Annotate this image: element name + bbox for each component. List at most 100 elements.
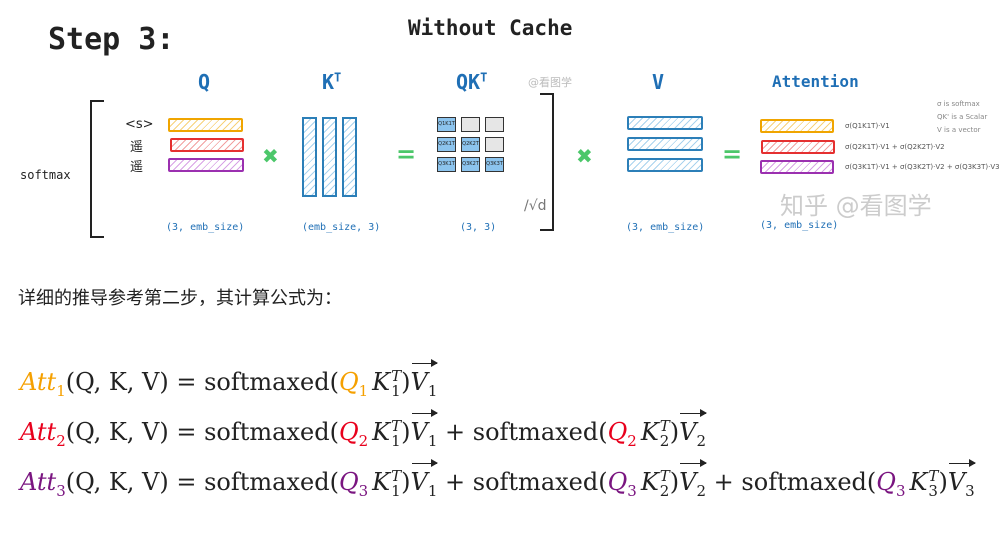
k-subscript: 1 [391,481,401,500]
softmaxed-fn: softmaxed( [204,368,339,396]
v-vector: V1 [410,359,439,400]
v-vector: V1 [410,409,439,450]
v-vector: V2 [679,409,707,450]
k-transpose: T [391,366,402,385]
qkt-cell [485,117,504,132]
qkt-cell: Q3K3T [485,157,504,172]
v-vector: V1 [410,459,439,500]
k-term: K [372,468,391,496]
att-row-3 [760,160,834,174]
softmaxed-fn: softmaxed( [472,418,608,446]
diagram-title: Without Cache [408,16,573,40]
description-sentence: 详细的推导参考第二步，其计算公式为： [18,288,342,309]
q-subscript: 3 [358,481,369,500]
scale-label: /√d [524,198,547,214]
k-term: K [909,468,928,496]
k-transpose: T [659,416,670,435]
token-1: 遥 [130,140,144,155]
v-row-1 [627,116,703,130]
att-subscript: 1 [56,381,66,400]
paren: ) [938,468,948,496]
q-term: Q3 [607,468,637,500]
q-row-1 [168,118,243,132]
note-softmax: σ is softmax [937,100,980,108]
qkt-cell: Q1K1T [437,117,456,132]
q-term: Q2 [338,418,369,450]
kt-letter: K [322,70,335,94]
plus-sign: + [437,418,473,446]
att-subscript: 3 [56,481,66,500]
k-subscript: 1 [391,381,401,400]
note-vector: V is a vector [937,126,981,134]
equals-operator-2: = [722,140,743,168]
token-0: <s> [125,117,154,132]
v-vector: V2 [679,459,707,500]
att-symbol: Att2 [20,418,66,450]
q-subscript: 2 [358,431,369,450]
att-shape: (3, emb_size) [760,220,839,231]
q-term: Q3 [338,468,369,500]
qkt-sup: T [480,70,488,85]
att-formula-3: σ(Q3K1T)·V1 + σ(Q3K2T)·V2 + σ(Q3K3T)·V3 [845,163,1000,171]
q-row-2 [170,138,244,152]
kt-sup: T [334,70,342,85]
q-subscript: 1 [358,381,369,400]
paren: ) [669,418,680,446]
k-subscript: 1 [391,431,401,450]
att-symbol: Att1 [20,368,66,400]
qkt-cell: Q2K2T [461,137,480,152]
q-label: Q [198,70,211,94]
formula-lhs: (Q, K, V) = [65,368,205,396]
plus-sign: + [706,468,742,496]
k-subscript: 2 [659,431,670,450]
att-row-2 [761,140,835,154]
q-subscript: 2 [627,431,637,450]
k-transpose: T [391,466,402,485]
v-row-2 [627,137,703,151]
watermark-large: 知乎 @看图学 [780,192,932,220]
softmax-label: softmax [20,168,71,182]
k-term: K [640,418,659,446]
note-scalar: QK' is a Scalar [937,113,988,121]
k-transpose: T [391,416,402,435]
k-transpose: T [659,466,670,485]
k-term: K [640,468,659,496]
paren: ) [401,418,411,446]
v-label: V [652,70,665,94]
k-subscript: 2 [659,481,670,500]
kt-shape: (emb_size, 3) [302,222,381,233]
plus-sign: + [437,468,473,496]
left-bracket [90,100,104,238]
v-vector: V3 [947,459,976,500]
paren: ) [669,468,680,496]
kt-col-3 [342,117,357,197]
softmaxed-fn: softmaxed( [204,468,339,496]
v-subscript: 1 [427,381,438,400]
qkt-letters: QK [456,70,481,94]
times-operator: ✖ [262,144,279,168]
q-term: Q2 [607,418,637,450]
v-shape: (3, emb_size) [626,222,705,233]
att-symbol: Att3 [20,468,66,500]
v-row-3 [627,158,703,172]
formula-lhs: (Q, K, V) = [65,418,205,446]
v-subscript: 2 [696,431,707,450]
att-subscript: 2 [56,431,66,450]
att-formula-2: σ(Q2K1T)·V1 + σ(Q2K2T)·V2 [845,143,945,151]
qkt-cell: Q3K1T [437,157,456,172]
q-subscript: 3 [895,481,906,500]
kt-col-2 [322,117,337,197]
qkt-cell [461,117,480,132]
q-row-3 [168,158,244,172]
q-term: Q3 [876,468,906,500]
qkt-cell: Q3K2T [461,157,480,172]
token-2: 遥 [130,160,144,175]
att-formula-1: σ(Q1K1T)·V1 [845,122,890,130]
